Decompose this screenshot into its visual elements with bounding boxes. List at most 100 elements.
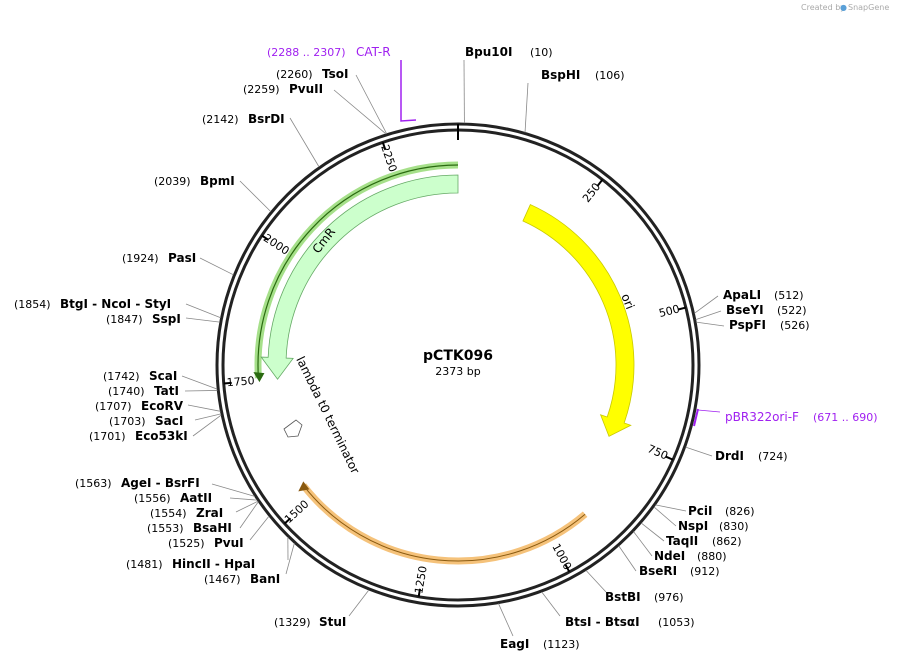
tick-label: 750 xyxy=(645,442,669,462)
site-pos: (830) xyxy=(719,520,749,533)
feature-arrow-cmr[interactable] xyxy=(260,174,459,380)
site-pos: (1701) xyxy=(89,430,126,443)
site-name: PvuI xyxy=(214,536,244,550)
site-apali[interactable]: ApaLI(512) xyxy=(723,288,804,302)
site-pos: (1847) xyxy=(106,313,143,326)
primer-pbr322ori-f[interactable]: pBR322ori-F (671 .. 690) xyxy=(693,408,878,427)
site-name: BsrDI xyxy=(248,112,285,126)
site-taqii[interactable]: TaqII(862) xyxy=(666,534,742,548)
site-leader xyxy=(333,89,387,135)
site-agei[interactable]: (1563)AgeI - BsrFI xyxy=(75,476,200,490)
site-leader xyxy=(229,497,258,501)
site-bseyi[interactable]: BseYI(522) xyxy=(726,303,807,317)
site-leader xyxy=(585,570,607,593)
site-name: SacI xyxy=(155,414,183,428)
highlight-band-line xyxy=(302,485,586,562)
snapgene-logo-icon: ● xyxy=(840,3,847,12)
site-leader xyxy=(498,603,514,637)
site-name: BseYI xyxy=(726,303,764,317)
site-name: BpmI xyxy=(200,174,235,188)
band-arrow-icon xyxy=(253,372,265,383)
site-pos: (1467) xyxy=(204,573,241,586)
site-name: BspHI xyxy=(541,68,580,82)
site-pos: (1123) xyxy=(543,638,580,651)
tick-mark xyxy=(381,142,387,151)
site-name: BtgI - NcoI - StyI xyxy=(60,297,171,311)
site-saci[interactable]: (1703) SacI xyxy=(109,414,183,428)
site-pcii[interactable]: PciI(826) xyxy=(688,504,755,518)
site-pos: (1053) xyxy=(658,616,695,629)
primer-cat-r[interactable]: (2288 .. 2307) CAT-R xyxy=(267,45,417,122)
terminator-icon[interactable] xyxy=(283,419,303,438)
primer-range: (671 .. 690) xyxy=(813,411,878,424)
site-leader xyxy=(181,375,218,390)
site-leader xyxy=(239,501,259,529)
site-pos: (10) xyxy=(530,46,553,59)
site-zrai[interactable]: (1554)ZraI xyxy=(150,506,223,520)
site-bpu10i[interactable]: Bpu10I(10) xyxy=(465,45,553,59)
site-tsoi[interactable]: (2260) TsoI xyxy=(276,67,348,81)
tick-label: 1250 xyxy=(412,565,429,595)
site-drdi[interactable]: DrdI(724) xyxy=(715,449,788,463)
site-pvui[interactable]: (1525)PvuI xyxy=(168,536,244,550)
site-leader xyxy=(187,404,221,412)
site-bpmi[interactable]: (2039) BpmI xyxy=(154,174,235,188)
site-bsahi[interactable]: (1553)BsaHI xyxy=(147,521,232,535)
site-stui[interactable]: (1329)StuI xyxy=(274,615,346,629)
site-nspi[interactable]: NspI(830) xyxy=(678,519,749,533)
primer-name: pBR322ori-F xyxy=(725,410,799,424)
site-pos: (1553) xyxy=(147,522,184,535)
site-sspi[interactable]: (1847) SspI xyxy=(106,312,181,326)
site-name: TaqII xyxy=(666,534,698,548)
site-ndei[interactable]: NdeI(880) xyxy=(654,549,727,563)
site-btsi[interactable]: BtsI - BtsαI(1053) xyxy=(565,615,695,629)
site-name: TsoI xyxy=(322,67,348,81)
site-leader xyxy=(211,483,255,497)
site-bstbi[interactable]: BstBI(976) xyxy=(605,590,684,604)
site-bani[interactable]: (1467)BanI xyxy=(204,572,280,586)
site-leader xyxy=(618,545,637,572)
site-name: EcoRV xyxy=(141,399,184,413)
highlight-band-line xyxy=(257,164,459,379)
site-leaders xyxy=(181,59,725,637)
site-pasi[interactable]: (1924)PasI xyxy=(122,251,196,265)
site-pos: (1703) xyxy=(109,415,146,428)
site-tati[interactable]: (1740)TatI xyxy=(108,384,179,398)
site-bseri[interactable]: BseRI(912) xyxy=(639,564,720,578)
credit-brand: SnapGene xyxy=(848,3,889,12)
site-btgi[interactable]: (1854) BtgI - NcoI - StyI xyxy=(14,297,171,311)
site-pvuii[interactable]: (2259)PvuII xyxy=(243,82,323,96)
plasmid-size: 2373 bp xyxy=(435,365,480,378)
site-leader xyxy=(199,257,234,276)
site-leader xyxy=(235,500,259,513)
site-bsrdi[interactable]: (2142)BsrDI xyxy=(202,112,285,126)
site-pos: (2260) xyxy=(276,68,313,81)
site-pos: (1554) xyxy=(150,507,187,520)
feature-arrow-ori[interactable] xyxy=(522,204,635,437)
site-pos: (1854) xyxy=(14,298,51,311)
site-ecorv[interactable]: (1707)EcoRV xyxy=(95,399,184,413)
site-pos: (512) xyxy=(774,289,804,302)
site-name: SspI xyxy=(152,312,181,326)
site-pspfi[interactable]: PspFI(526) xyxy=(729,318,810,332)
site-name: PvuII xyxy=(289,82,323,96)
site-name: ScaI xyxy=(149,369,177,383)
site-leader xyxy=(655,504,687,512)
tick-mark xyxy=(564,564,571,573)
tick-label: 1500 xyxy=(282,497,311,525)
site-leader xyxy=(184,390,218,392)
site-pos: (976) xyxy=(654,591,684,604)
site-hincii[interactable]: (1481)HincII - HpaI xyxy=(126,557,255,571)
site-eco53ki[interactable]: (1701)Eco53kI xyxy=(89,429,188,443)
site-pos: (2039) xyxy=(154,175,191,188)
site-bsphi[interactable]: BspHI(106) xyxy=(541,68,625,82)
tick-label: 500 xyxy=(658,302,682,320)
site-scai[interactable]: (1742)ScaI xyxy=(103,369,177,383)
site-pos: (826) xyxy=(725,505,755,518)
site-eagi[interactable]: EagI(1123) xyxy=(500,637,580,651)
tick-label: 1000 xyxy=(549,541,574,572)
site-leader xyxy=(348,589,370,617)
credit-prefix: Created by xyxy=(801,3,845,12)
site-aatii[interactable]: (1556)AatII xyxy=(134,491,212,505)
site-leader xyxy=(285,543,295,575)
